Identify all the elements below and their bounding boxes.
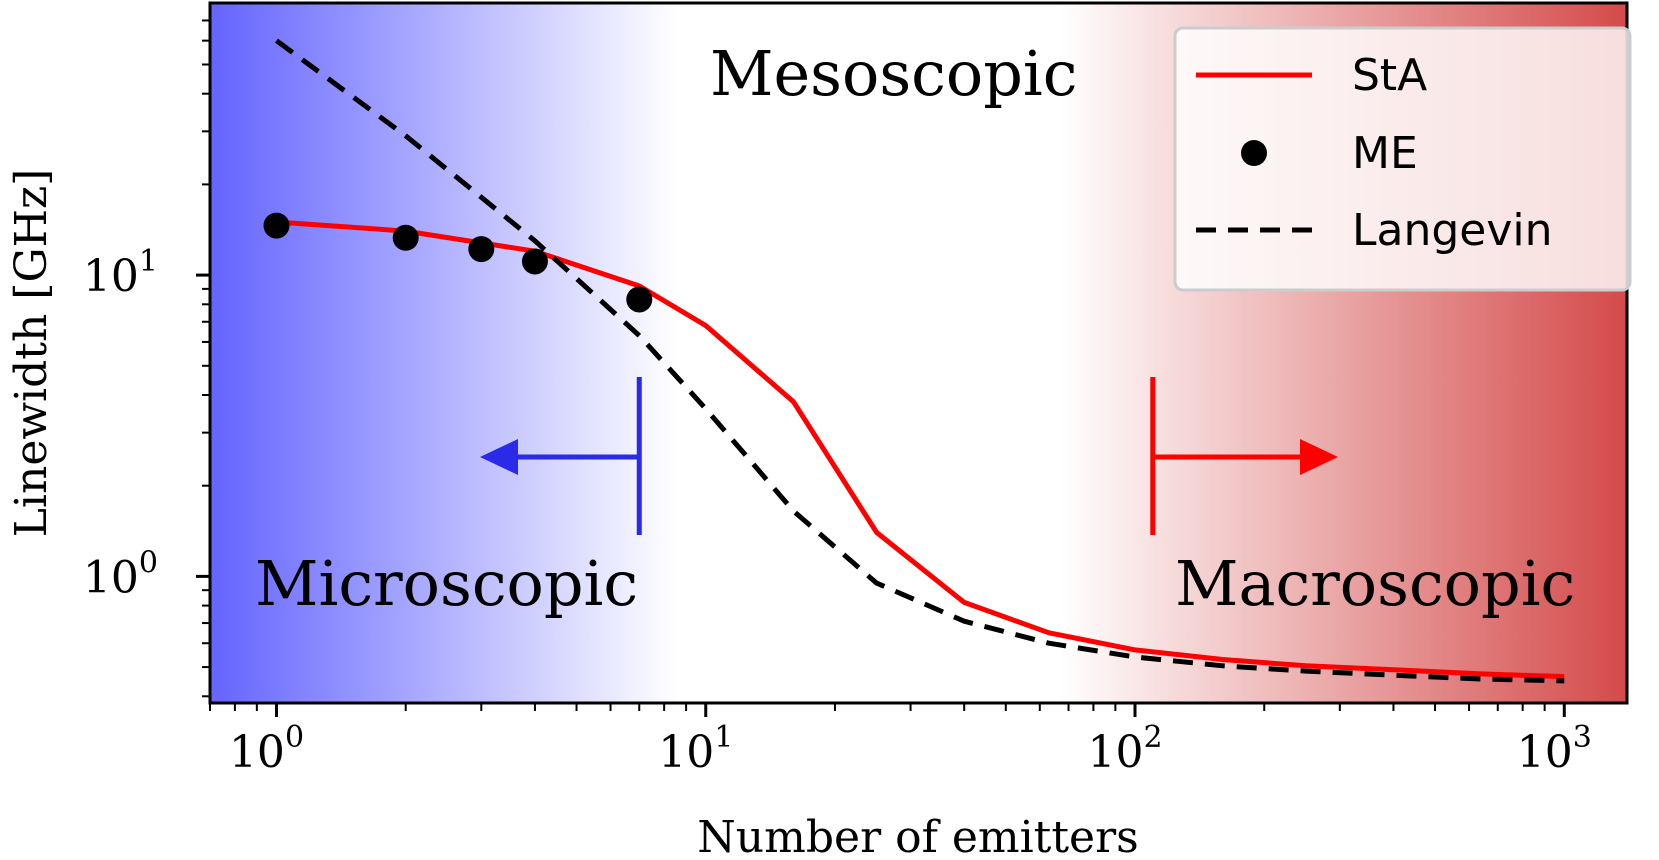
- legend-box: [1173, 26, 1632, 292]
- legend-sta-label: StA: [1352, 50, 1427, 101]
- y-tick-label: 100: [83, 545, 158, 603]
- x-axis-label: Number of emitters: [697, 812, 1138, 860]
- legend-langevin-label: Langevin: [1352, 205, 1553, 256]
- mesoscopic-label: Mesoscopic: [710, 37, 1077, 110]
- tick-layer: 100 101 102 103 100 101: [83, 19, 1592, 778]
- macroscopic-arrow-head: [1300, 439, 1338, 475]
- me-point: [263, 212, 290, 239]
- legend: StA ME Langevin: [1173, 26, 1632, 292]
- x-tick-label: 103: [1517, 720, 1592, 778]
- macroscopic-label: Macroscopic: [1175, 547, 1575, 620]
- y-tick-label: 101: [83, 244, 158, 302]
- me-point: [521, 248, 548, 275]
- sta-line: [276, 219, 1565, 680]
- y-axis-label: Linewidth [GHz]: [6, 169, 57, 538]
- series-layer: [263, 38, 1565, 684]
- legend-me-label: ME: [1352, 128, 1418, 179]
- me-point: [626, 286, 653, 313]
- microscopic-arrow-head: [480, 439, 518, 475]
- x-tick-label: 101: [658, 720, 733, 778]
- legend-me-marker: [1241, 140, 1267, 166]
- langevin-line: [275, 38, 1565, 684]
- plot-frame: [208, 1, 1629, 705]
- me-point: [468, 236, 495, 263]
- legend-items: StA ME Langevin: [1196, 50, 1553, 256]
- x-tick-label: 100: [229, 720, 304, 778]
- microscopic-label: Microscopic: [255, 547, 638, 620]
- me-point: [392, 224, 419, 251]
- microscopic-annotation: Microscopic: [255, 377, 642, 620]
- macroscopic-annotation: Macroscopic: [1150, 377, 1575, 620]
- x-tick-label: 102: [1087, 720, 1162, 778]
